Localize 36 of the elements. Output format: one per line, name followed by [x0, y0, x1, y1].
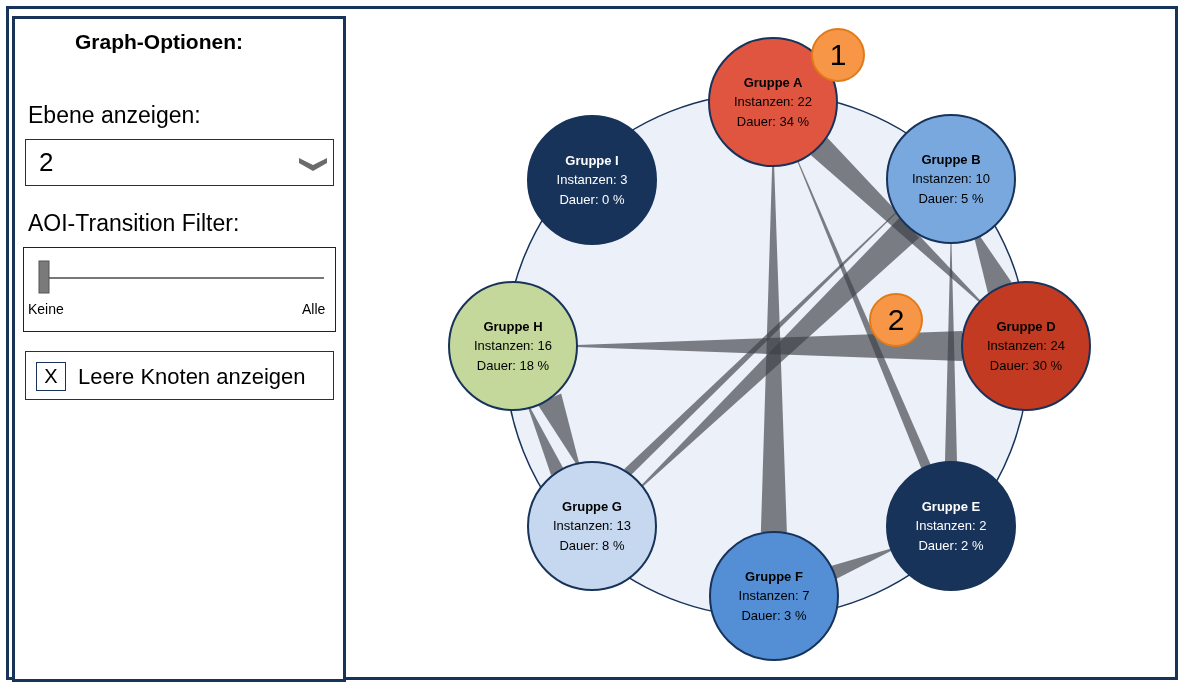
field-label: AOI-Transition Filter: — [28, 210, 240, 237]
transition-band — [797, 160, 931, 469]
group-stats: Instanzen: 13 Dauer: 8 % — [551, 516, 633, 555]
group-stats: Instanzen: 24 Dauer: 30 % — [985, 336, 1067, 375]
transition-band — [945, 243, 957, 462]
group-title: Gruppe G — [562, 497, 622, 516]
slider-label: Keine — [28, 301, 64, 317]
transition-band — [537, 393, 580, 465]
group-title: Gruppe F — [745, 567, 803, 586]
panel-heading: Graph-Optionen: — [75, 30, 243, 54]
transition-band — [577, 331, 962, 361]
group-stats: Instanzen: 16 Dauer: 18 % — [472, 336, 554, 375]
group-title: Gruppe H — [483, 317, 543, 336]
checkbox: X — [36, 362, 66, 391]
group-title: Gruppe I — [565, 151, 619, 170]
transition-band — [974, 236, 1012, 293]
level-dropdown: 2 — [25, 139, 334, 186]
transition-band — [528, 407, 564, 475]
group-stats: Instanzen: 10 Dauer: 5 % — [910, 169, 992, 208]
group-stats: Instanzen: 3 Dauer: 0 % — [555, 170, 629, 209]
slider-label: Alle — [302, 301, 326, 317]
group-title: Gruppe B — [921, 150, 981, 169]
callout-number: 1 — [811, 28, 865, 82]
group-stats: Instanzen: 2 Dauer: 2 % — [914, 516, 988, 555]
transition-band — [760, 166, 787, 533]
transition-band — [830, 548, 892, 579]
group-title: Gruppe E — [921, 497, 981, 516]
group-stats: Instanzen: 22 Dauer: 34 % — [732, 92, 814, 131]
group-title: Gruppe D — [996, 317, 1056, 336]
transition-band — [641, 217, 920, 487]
group-title: Gruppe A — [743, 73, 803, 92]
checkbox-label: Leere Knoten anzeigen — [78, 364, 306, 390]
field-label: Ebene anzeigen: — [28, 102, 201, 129]
transition-band — [810, 137, 981, 303]
transition-band — [624, 212, 897, 476]
group-stats: Instanzen: 7 Dauer: 3 % — [737, 586, 811, 625]
